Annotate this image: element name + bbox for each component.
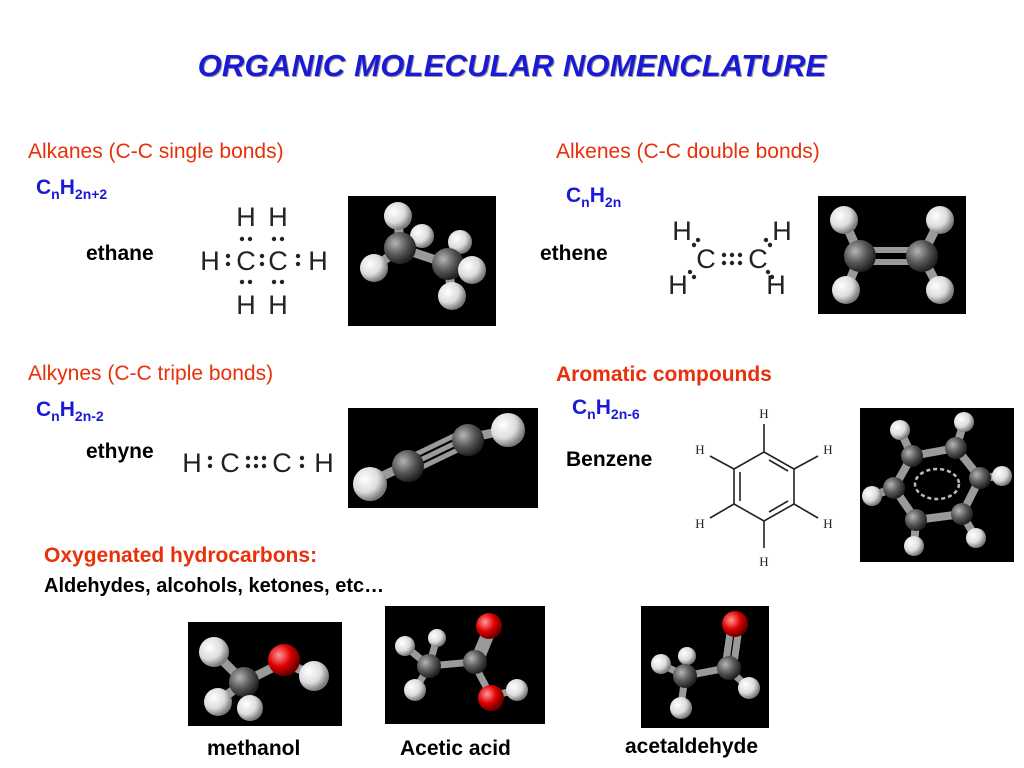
acetaldehyde-label: acetaldehyde xyxy=(625,735,759,758)
benzene-structural-formula: H H H H H H xyxy=(695,406,832,569)
benzene-h-atom: H xyxy=(823,516,832,531)
lewis-h-atom: H xyxy=(672,216,692,246)
acetaldehyde-ball-stick-model xyxy=(641,606,769,728)
alkanes-heading: Alkanes (C-C single bonds) xyxy=(28,140,284,163)
lewis-c-atom: C xyxy=(268,246,288,276)
aromatic-formula: CnH2n-6 xyxy=(572,396,640,422)
electron-dots xyxy=(687,237,775,280)
ethene-ball-stick-model xyxy=(818,196,966,314)
alkynes-heading: Alkynes (C-C triple bonds) xyxy=(28,362,274,385)
benzene-label: Benzene xyxy=(566,448,653,471)
electron-dots xyxy=(207,455,305,469)
lewis-c-atom: C xyxy=(236,246,256,276)
lewis-h-atom: H xyxy=(314,448,334,478)
lewis-h-atom: H xyxy=(236,290,256,320)
ethene-label: ethene xyxy=(540,242,608,265)
benzene-h-atom: H xyxy=(695,442,704,457)
lewis-h-atom: H xyxy=(772,216,792,246)
benzene-h-atom: H xyxy=(823,442,832,457)
lewis-h-atom: H xyxy=(668,270,688,300)
lewis-c-atom: C xyxy=(748,244,768,274)
lewis-c-atom: C xyxy=(220,448,240,478)
benzene-ball-stick-model xyxy=(860,408,1014,562)
page-title: ORGANIC MOLECULAR NOMENCLATURE xyxy=(197,48,827,83)
alkynes-formula: CnH2n-2 xyxy=(36,398,104,424)
aromatic-heading: Aromatic compounds xyxy=(556,363,772,386)
acetic-acid-label: Acetic acid xyxy=(400,737,511,760)
ethyne-label: ethyne xyxy=(86,440,154,463)
lewis-h-atom: H xyxy=(236,202,256,232)
alkenes-heading: Alkenes (C-C double bonds) xyxy=(556,140,820,163)
ethane-ball-stick-model xyxy=(348,196,496,326)
lewis-h-atom: H xyxy=(268,202,288,232)
methanol-ball-stick-model xyxy=(188,622,342,726)
alkenes-formula: CnH2n xyxy=(566,184,622,210)
lewis-h-atom: H xyxy=(766,270,786,300)
ethyne-lewis-structure: H C C H xyxy=(182,448,334,478)
lewis-c-atom: C xyxy=(272,448,292,478)
lewis-h-atom: H xyxy=(308,246,328,276)
lewis-c-atom: C xyxy=(696,244,716,274)
oxygenated-heading: Oxygenated hydrocarbons: xyxy=(44,544,318,567)
benzene-h-atom: H xyxy=(759,554,768,569)
ethane-lewis-structure: H H H C C H H H xyxy=(200,202,328,320)
oxygenated-subheading: Aldehydes, alcohols, ketones, etc… xyxy=(44,575,385,597)
ethene-lewis-structure: H H C C H H xyxy=(668,216,792,300)
benzene-h-atom: H xyxy=(695,516,704,531)
lewis-h-atom: H xyxy=(200,246,220,276)
ethane-label: ethane xyxy=(86,242,154,265)
electron-dots xyxy=(225,236,301,285)
benzene-h-atom: H xyxy=(759,406,768,421)
lewis-h-atom: H xyxy=(268,290,288,320)
alkanes-formula: CnH2n+2 xyxy=(36,176,108,202)
lewis-h-atom: H xyxy=(182,448,202,478)
ethyne-ball-stick-model xyxy=(348,408,538,508)
methanol-label: methanol xyxy=(207,737,301,760)
acetic-acid-ball-stick-model xyxy=(385,606,545,724)
